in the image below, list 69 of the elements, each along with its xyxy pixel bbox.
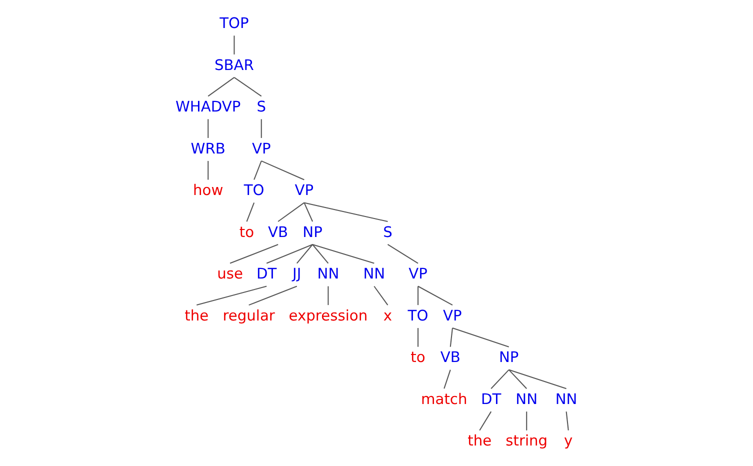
node-text: DT bbox=[481, 390, 502, 408]
connector bbox=[418, 286, 453, 306]
node-text: the bbox=[184, 307, 209, 324]
connector bbox=[208, 76, 235, 97]
connector bbox=[374, 286, 388, 306]
connector bbox=[196, 286, 267, 306]
connector bbox=[312, 244, 329, 264]
node-text: x bbox=[383, 307, 392, 324]
node-text: VP bbox=[294, 182, 314, 200]
node-text: VB bbox=[440, 349, 460, 366]
node-text: the bbox=[468, 432, 492, 450]
node-text: NN bbox=[317, 266, 340, 283]
connector bbox=[526, 412, 528, 430]
node-text: WRB bbox=[190, 140, 226, 158]
node-text: NP bbox=[498, 349, 519, 366]
connector bbox=[304, 202, 314, 222]
node-text: match bbox=[421, 390, 468, 408]
connector bbox=[296, 244, 313, 264]
node-text: NP bbox=[302, 224, 322, 241]
node-text: use bbox=[217, 266, 243, 283]
node-text: to bbox=[410, 349, 426, 366]
node-text: y bbox=[564, 432, 573, 450]
node-text: NN bbox=[555, 390, 578, 408]
connector bbox=[254, 160, 262, 180]
node-text: SBAR bbox=[214, 56, 254, 74]
connector bbox=[508, 369, 527, 389]
connector bbox=[508, 369, 566, 390]
node-text: VP bbox=[252, 140, 271, 158]
node-text: how bbox=[193, 182, 224, 200]
connector bbox=[248, 286, 298, 306]
node-text: TO bbox=[244, 182, 264, 200]
node-text: regular bbox=[222, 307, 275, 324]
node-text: WHADVP bbox=[176, 98, 241, 116]
connector bbox=[387, 244, 418, 264]
node-text: NN bbox=[516, 390, 538, 408]
node-text: string bbox=[506, 432, 548, 450]
connector bbox=[266, 244, 313, 264]
connector bbox=[260, 119, 262, 138]
connector bbox=[208, 160, 209, 180]
node-text: VB bbox=[268, 224, 288, 241]
connector bbox=[208, 119, 209, 138]
node-text: JJ bbox=[292, 266, 302, 283]
node-text: VP bbox=[443, 307, 462, 324]
connector bbox=[234, 36, 235, 54]
node-text: to bbox=[239, 224, 254, 241]
connector bbox=[417, 328, 419, 347]
connector bbox=[304, 202, 388, 222]
node-text: TOP bbox=[220, 15, 249, 32]
node-text: DT bbox=[256, 266, 277, 283]
connector bbox=[566, 412, 569, 430]
node-text: NN bbox=[363, 266, 386, 283]
connector bbox=[452, 328, 510, 348]
connector bbox=[444, 370, 451, 389]
node-text: S bbox=[256, 98, 266, 116]
connector bbox=[479, 411, 492, 431]
node-text: TO bbox=[408, 307, 428, 324]
connector bbox=[261, 160, 304, 180]
connector bbox=[450, 328, 453, 347]
node-text: expression bbox=[288, 307, 368, 324]
node-text: VP bbox=[408, 266, 428, 283]
connector bbox=[490, 369, 510, 389]
connector bbox=[417, 286, 419, 306]
node-text: S bbox=[383, 224, 392, 241]
connector bbox=[312, 244, 374, 264]
connector bbox=[230, 244, 278, 264]
connector bbox=[246, 202, 255, 222]
connector bbox=[234, 76, 262, 97]
connector bbox=[278, 202, 304, 222]
connector bbox=[328, 286, 329, 306]
